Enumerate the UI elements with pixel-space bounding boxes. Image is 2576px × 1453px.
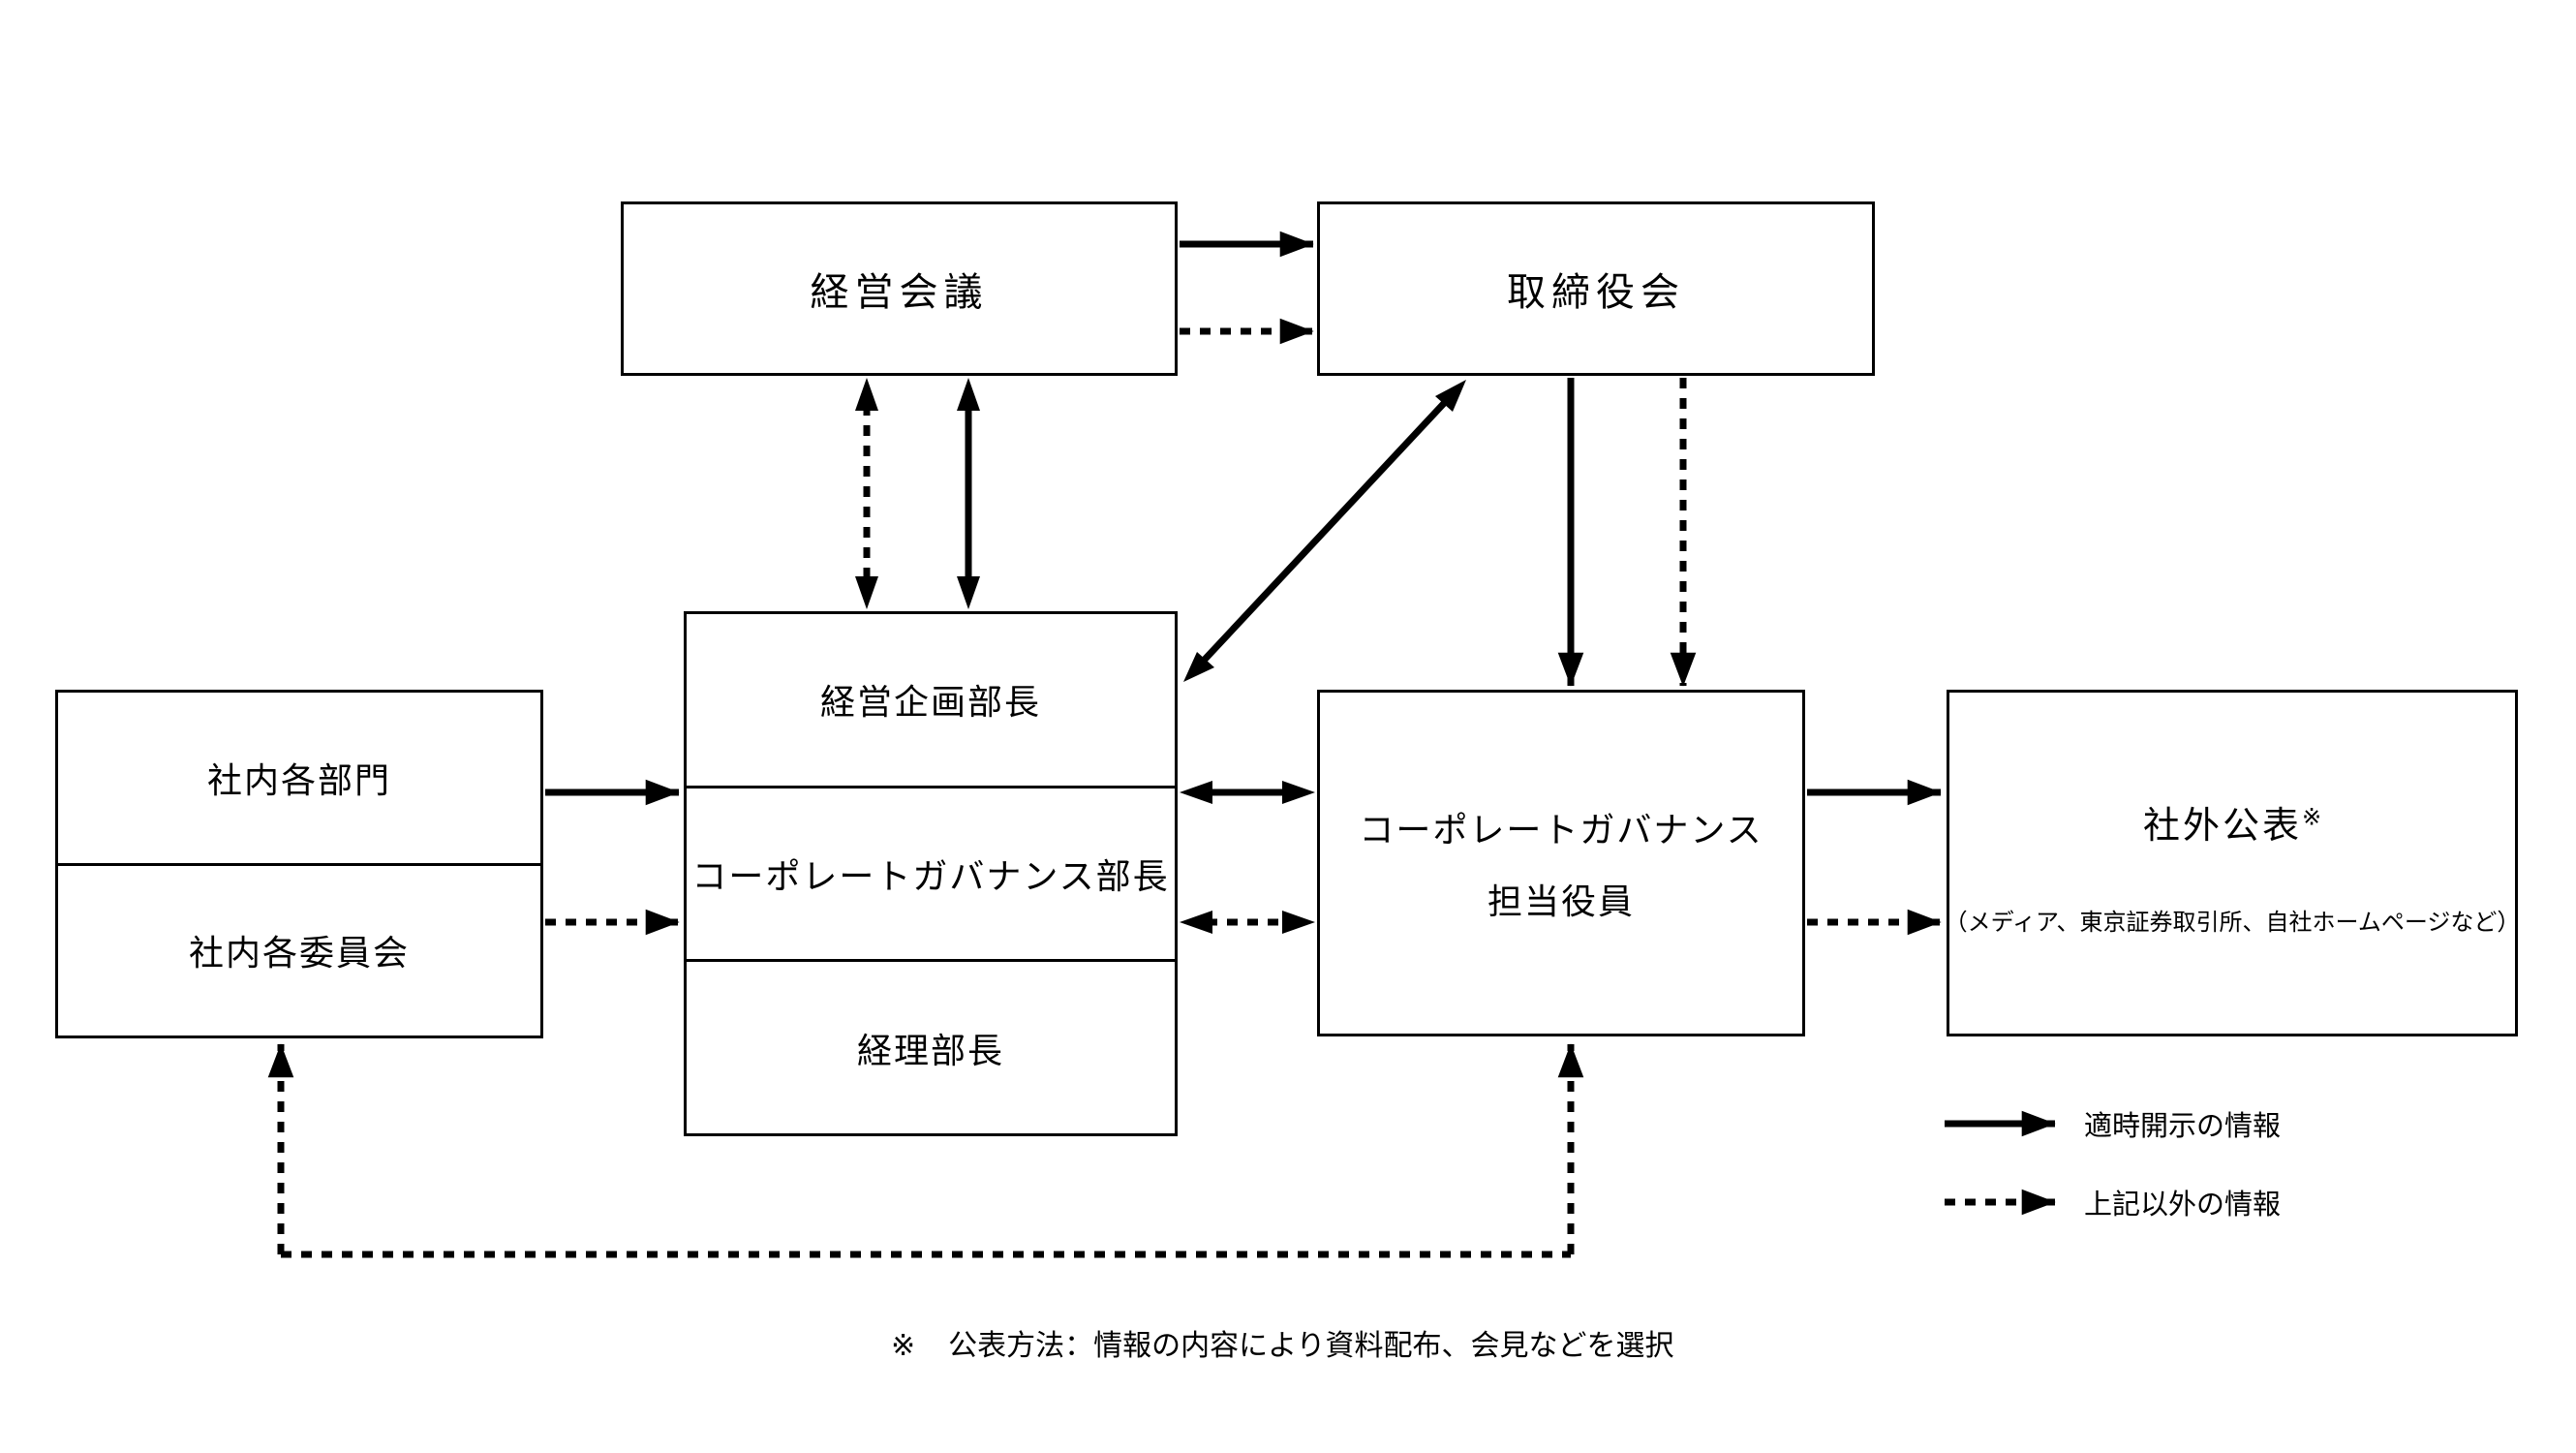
governance-officer-line2: 担当役員 bbox=[1487, 882, 1635, 922]
legend-item-timely-disclosure: 適時開示の情報 bbox=[2084, 1109, 2282, 1142]
footnote-text: 公表方法：情報の内容により資料配布、会見などを選択 bbox=[948, 1329, 1674, 1363]
internal-departments-label: 社内各部門 bbox=[206, 760, 391, 801]
board-of-directors-label: 取締役会 bbox=[1507, 270, 1685, 315]
box-management-meeting: 経営会議 bbox=[621, 201, 1178, 376]
box-external-disclosure: 社外公表※ （メディア、東京証券取引所、自社ホームページなど） bbox=[1945, 690, 2521, 1036]
footnote-mark: ※ bbox=[891, 1329, 916, 1363]
footnote: ※ 公表方法：情報の内容により資料配布、会見などを選択 bbox=[891, 1321, 1674, 1364]
external-disclosure-ref-mark: ※ bbox=[2301, 803, 2322, 831]
row-internal-departments: 社内各部門 bbox=[58, 693, 540, 863]
box-internal-units: 社内各部門 社内各委員会 bbox=[55, 690, 543, 1038]
external-disclosure-content: 社外公表※ （メディア、東京証券取引所、自社ホームページなど） bbox=[1945, 789, 2521, 937]
box-board-of-directors: 取締役会 bbox=[1317, 201, 1875, 376]
row-accounting-gm: 経理部長 bbox=[687, 959, 1175, 1133]
corporate-planning-gm-label: 経営企画部長 bbox=[819, 683, 1041, 724]
arrow-deptheads-officer-dotted-bidirectional bbox=[1180, 911, 1315, 934]
row-corporate-planning-gm: 経営企画部長 bbox=[687, 614, 1175, 786]
box-governance-officer: コーポレートガバナンス 担当役員 bbox=[1317, 690, 1805, 1036]
arrow-meeting-deptheads-solid-bidirectional bbox=[957, 378, 980, 609]
row-governance-gm: コーポレートガバナンス部長 bbox=[687, 785, 1175, 960]
governance-officer-label: コーポレートガバナンス 担当役員 bbox=[1359, 802, 1763, 924]
external-disclosure-label: 社外公表 bbox=[2142, 804, 2302, 847]
external-disclosure-sublabel: （メディア、東京証券取引所、自社ホームページなど） bbox=[1944, 909, 2521, 936]
row-internal-committees: 社内各委員会 bbox=[58, 862, 540, 1036]
legend-item-other-information: 上記以外の情報 bbox=[2084, 1188, 2282, 1221]
governance-gm-label: コーポレートガバナンス部長 bbox=[691, 857, 1170, 897]
arrow-meeting-deptheads-dotted-bidirectional bbox=[855, 378, 878, 609]
arrow-deptheads-officer-solid-bidirectional bbox=[1180, 781, 1315, 804]
accounting-gm-label: 経理部長 bbox=[856, 1031, 1004, 1071]
management-meeting-label: 経営会議 bbox=[810, 270, 989, 315]
governance-officer-line1: コーポレートガバナンス bbox=[1359, 811, 1763, 850]
external-disclosure-title: 社外公表※ bbox=[2143, 795, 2321, 849]
internal-committees-label: 社内各委員会 bbox=[188, 934, 410, 974]
arrow-deptheads-board-diagonal-bidirectional bbox=[1183, 380, 1466, 682]
box-department-heads: 経営企画部長 コーポレートガバナンス部長 経理部長 bbox=[684, 611, 1178, 1136]
